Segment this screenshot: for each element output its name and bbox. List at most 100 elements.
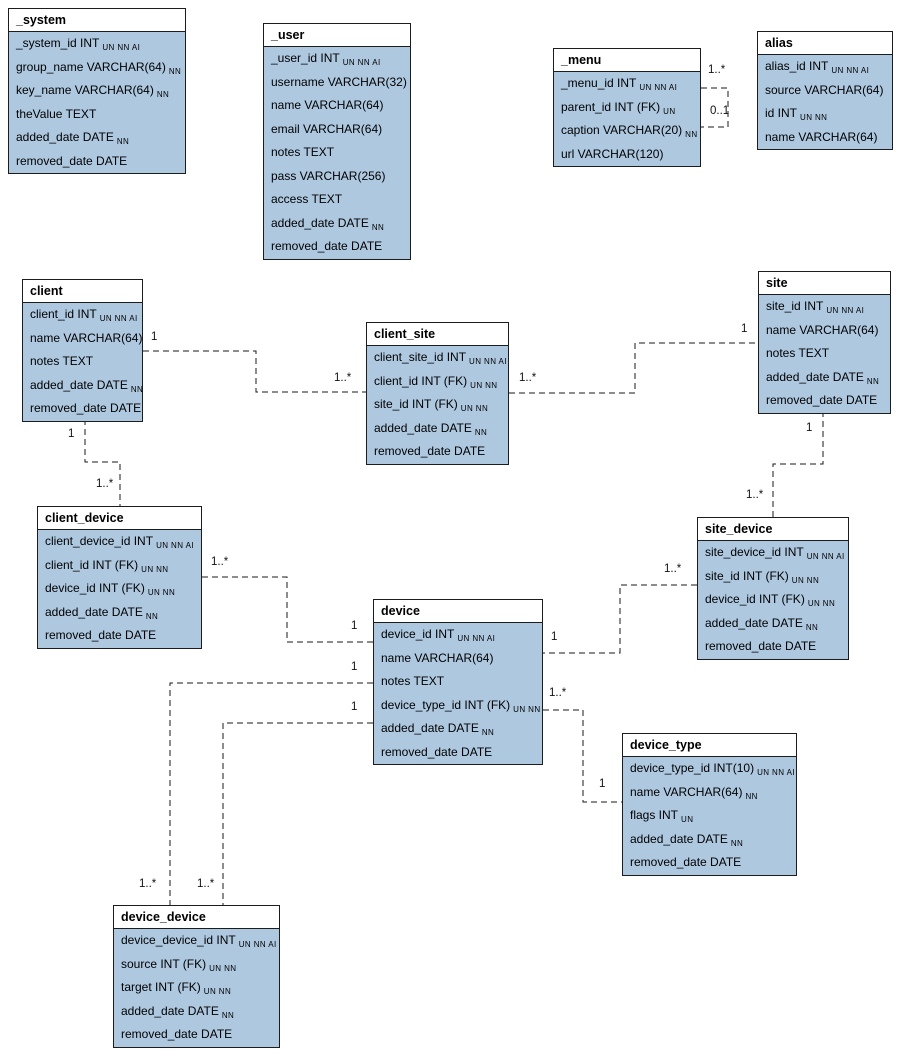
field-flags: NN [168,66,182,76]
field-definition: added_date DATE [705,615,803,630]
cardinality-label: 1..* [139,878,157,890]
field-flags: UN NN [141,564,169,574]
cardinality-label: 1..* [96,478,114,490]
cardinality-label: 0..1 [710,105,730,117]
cardinality-label: 1 [351,701,358,713]
table-title: device_type [623,734,796,757]
field-definition: added_date DATE [271,215,369,230]
field-flags: NN [130,384,144,394]
relationship-menu-self-reference [701,87,729,128]
relationship-device_type-to-device [543,709,622,803]
table-title: alias [758,32,892,55]
table-field: site_id INT (FK)UN NN [698,565,848,589]
field-flags: NN [474,427,488,437]
field-definition: name VARCHAR(64) [766,322,879,337]
cardinality-label: 1..* [708,64,726,76]
cardinality-label: 1..* [664,563,682,575]
field-definition: source VARCHAR(64) [765,82,884,97]
field-definition: client_site_id INT [374,350,467,364]
table-field: name VARCHAR(64) [759,319,890,343]
table-field: caption VARCHAR(20)NN [554,119,700,143]
table-field: device_id INT (FK)UN NN [698,588,848,612]
field-definition: _menu_id INT [561,76,637,90]
field-definition: group_name VARCHAR(64) [16,59,166,74]
field-flags: UN NN AI [826,306,865,315]
field-flags: NN [745,791,758,801]
field-definition: removed_date DATE [45,628,157,642]
table-field: removed_date DATE [623,851,796,875]
relationship-device-to-device_device-source [169,682,373,905]
table-field: name VARCHAR(64) [264,94,410,118]
table-title: site [759,272,890,295]
field-definition: device_device_id INT [121,933,236,947]
relationship-site-to-client_site [509,342,758,394]
field-definition: device_id INT (FK) [705,592,805,606]
field-definition: source INT (FK) [121,956,207,971]
table-field: notes TEXT [264,141,410,165]
table-field: removed_date DATE [38,624,201,648]
field-definition: added_date DATE [381,721,479,735]
field-definition: removed_date DATE [121,1027,233,1041]
table-field: email VARCHAR(64) [264,118,410,142]
relationship-site-to-site_device [772,411,824,517]
field-definition: email VARCHAR(64) [271,121,383,136]
field-flags: UN NN [209,963,237,973]
field-flags: UN NN AI [757,768,795,777]
cardinality-label: 1..* [197,878,215,890]
field-definition: site_id INT [766,299,824,313]
field-definition: added_date DATE [45,604,143,619]
field-flags: UN NN [203,987,232,996]
field-definition: name VARCHAR(64) [381,650,494,665]
field-definition: removed_date DATE [766,393,878,407]
table-field: source VARCHAR(64) [758,79,892,103]
table-field: theValue TEXT [9,103,185,127]
field-definition: notes TEXT [271,145,335,159]
field-flags: UN NN AI [238,940,277,949]
table-field: target INT (FK)UN NN [114,976,279,1000]
table-field: removed_date DATE [367,440,508,464]
table-field: client_id INT (FK)UN NN [38,554,201,578]
field-definition: added_date DATE [30,377,128,392]
table-field: notes TEXT [23,350,142,374]
field-flags: UN NN AI [639,83,678,92]
table-field: device_type_id INT(10)UN NN AI [623,757,796,781]
field-definition: id INT [765,106,798,120]
field-flags: NN [221,1010,235,1020]
field-flags: NN [116,137,130,146]
table-field: name VARCHAR(64) [758,126,892,150]
field-flags: UN [681,815,694,824]
field-flags: UN NN AI [806,552,845,561]
table-field: username VARCHAR(32) [264,71,410,95]
field-flags: NN [156,90,170,99]
table-title: site_device [698,518,848,541]
